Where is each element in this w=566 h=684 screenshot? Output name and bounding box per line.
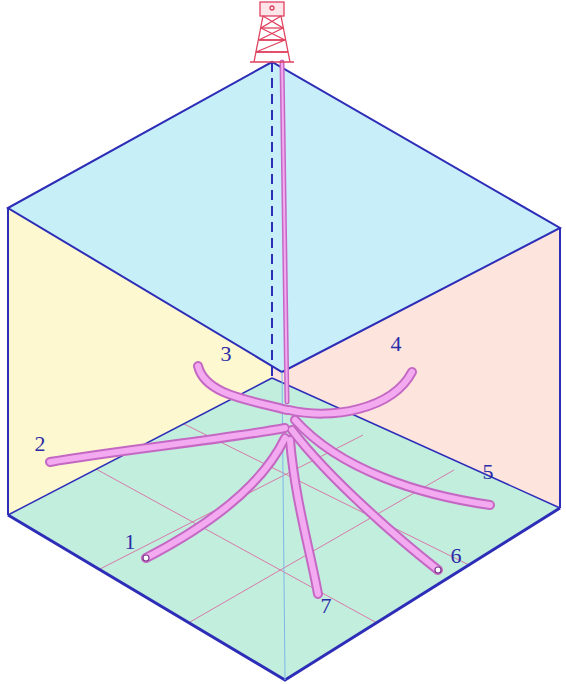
callout-number: 3	[221, 343, 232, 365]
block-walls	[8, 62, 560, 680]
callout-number: 5	[483, 461, 494, 483]
derrick-base	[250, 61, 294, 62]
bore	[146, 438, 285, 558]
block-edge	[7, 208, 9, 515]
main-bore	[282, 62, 287, 402]
hidden-edge	[271, 62, 273, 378]
callout-number: 1	[125, 531, 136, 553]
bore-end	[143, 555, 149, 561]
bore	[289, 372, 412, 414]
block-edge	[559, 228, 561, 508]
bore	[198, 366, 287, 410]
bore	[50, 428, 285, 462]
derrick-cabin	[260, 2, 284, 16]
block-edge	[272, 378, 560, 508]
bore	[289, 372, 412, 414]
block-edges	[8, 62, 560, 680]
bore	[290, 440, 318, 594]
callout-number: 7	[321, 595, 332, 617]
derrick-lattice	[256, 16, 288, 52]
well-bores	[50, 62, 490, 594]
main-bore	[282, 62, 287, 402]
bore-outlines	[50, 62, 490, 594]
derrick	[250, 2, 294, 62]
derrick-pulley	[270, 6, 274, 10]
front-edge	[282, 372, 285, 680]
bore	[295, 420, 490, 505]
bore	[50, 428, 285, 462]
derrick-brace	[261, 27, 283, 28]
derrick-lattice	[261, 16, 285, 40]
bore	[292, 430, 438, 570]
bore	[292, 430, 438, 570]
callout-number: 4	[391, 333, 402, 355]
callout-number: 6	[451, 545, 462, 567]
callout-number: 2	[35, 433, 46, 455]
bore	[146, 438, 285, 558]
bore-fills	[50, 62, 490, 594]
bore	[198, 366, 287, 410]
bore-end	[435, 567, 441, 573]
grid-line	[100, 435, 363, 569]
bore	[295, 420, 490, 505]
